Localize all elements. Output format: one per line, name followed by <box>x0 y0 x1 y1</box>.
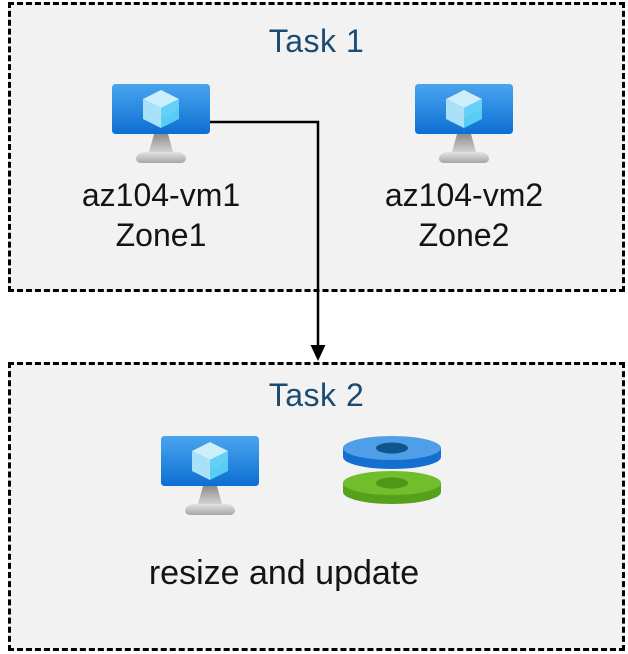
task1-box: Task 1 az104-vm1 Zone1 az104-vm2 Zone2 <box>8 2 625 292</box>
vm1-name: az104-vm1 <box>81 177 241 213</box>
resize-caption: resize and update <box>148 554 420 592</box>
vm1-label: az104-vm1 Zone1 <box>41 175 281 255</box>
arrowhead-icon <box>310 345 326 361</box>
azure-vm-icon <box>112 84 210 164</box>
task1-title: Task 1 <box>268 23 365 59</box>
azure-managed-disks-icon <box>342 434 442 506</box>
vm2-name: az104-vm2 <box>384 177 544 213</box>
vm1-zone: Zone1 <box>115 217 207 253</box>
task2-box: Task 2 resize and update <box>8 362 625 651</box>
azure-vm-icon <box>161 436 259 516</box>
azure-vm-icon <box>415 84 513 164</box>
vm2-zone: Zone2 <box>418 217 510 253</box>
vm2-label: az104-vm2 Zone2 <box>344 175 584 255</box>
task2-title: Task 2 <box>268 377 365 413</box>
